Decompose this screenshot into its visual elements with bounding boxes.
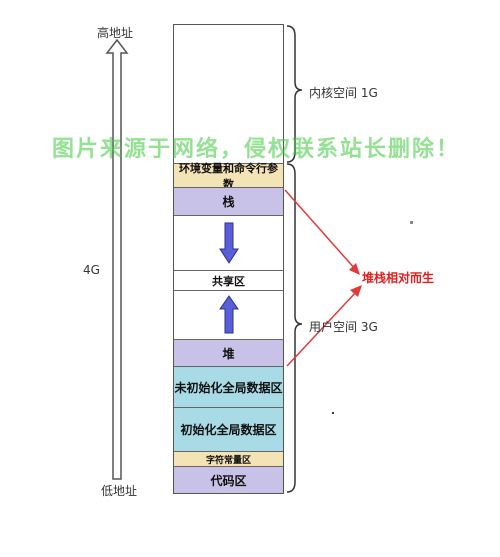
data-segment: 初始化全局数据区 [174,407,283,451]
memory-layout-column: 环境变量和命令行参数 栈 共享区 堆 未初始化全局数据区 初始化全局数据区 字符… [173,24,284,494]
high-address-label: 高地址 [97,26,134,40]
down-arrow-icon [218,222,239,264]
stray-mark [410,221,413,224]
low-address-label: 低地址 [101,484,138,498]
watermark: 图片来源于网络，侵权联系站长删除！ [52,137,461,162]
user-space-label: 用户空间 3G [309,320,378,334]
bss-segment: 未初始化全局数据区 [174,366,283,407]
address-up-arrow-icon [105,38,129,480]
heap-to-annotation-arrow [286,290,358,367]
shared-region-segment: 共享区 [174,270,283,290]
stack-to-annotation-arrow [284,189,357,271]
user-space-brace [286,163,303,493]
rodata-segment: 字符常量区 [174,451,283,466]
kernel-space-label: 内核空间 1G [309,86,378,100]
stack-heap-annotation: 堆栈相对而生 [362,271,435,285]
env-args-segment: 环境变量和命令行参数 [174,162,283,191]
kernel-space-block [174,25,283,163]
arrowhead-icon [350,285,362,297]
kernel-space-brace [286,25,303,163]
total-size-label: 4G [83,263,100,277]
heap-segment: 堆 [174,339,283,366]
arrowhead-icon [349,263,360,275]
stray-mark [332,412,334,414]
code-segment: 代码区 [174,466,283,493]
stack-segment: 栈 [174,187,283,215]
up-arrow-icon [218,295,239,334]
stack-growth-gap [174,215,283,270]
heap-growth-gap [174,290,283,339]
